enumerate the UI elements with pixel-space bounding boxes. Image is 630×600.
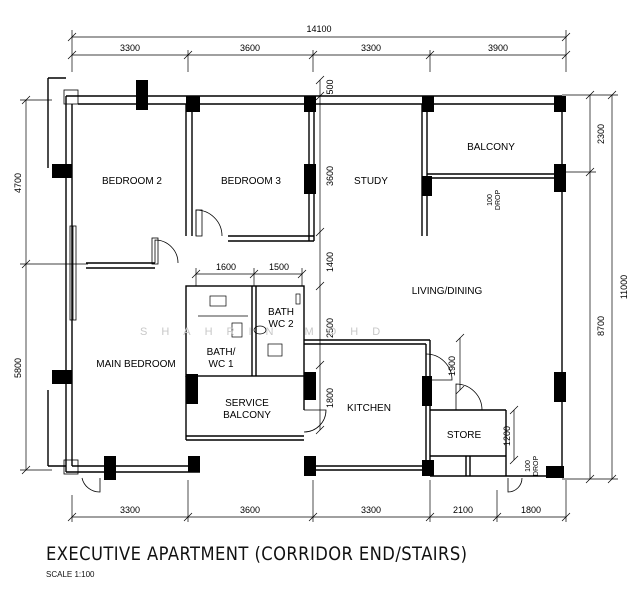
- left-dimensions: [20, 95, 88, 475]
- room-kitchen: KITCHEN: [347, 403, 391, 414]
- room-living-dining: LIVING/DINING: [412, 286, 483, 297]
- room-bath1-line2: WC 1: [209, 359, 234, 370]
- dim-right-outer: 11000: [619, 275, 629, 299]
- dim-top-1: 3300: [120, 43, 140, 53]
- interior-dimensions: [191, 75, 519, 465]
- dim-bath-width-1: 1600: [216, 262, 236, 272]
- bottom-dimensions: [67, 480, 571, 522]
- room-bedroom2: BEDROOM 2: [102, 176, 162, 187]
- plan-scale: SCALE 1:100: [46, 570, 95, 579]
- dim-top-4: 3900: [488, 43, 508, 53]
- dim-corridor: 1400: [325, 252, 335, 272]
- room-bath2-line2: WC 2: [269, 319, 294, 330]
- dim-store-height: 1200: [502, 426, 512, 446]
- room-study: STUDY: [354, 176, 388, 187]
- dim-bath-height: 2500: [325, 318, 335, 338]
- dim-bath-width-2: 1500: [269, 262, 289, 272]
- structural-columns: [52, 80, 566, 480]
- top-dimensions: [67, 30, 571, 72]
- room-service-line2: BALCONY: [223, 410, 271, 421]
- dim-kitchen-height: 1800: [325, 388, 335, 408]
- dim-right-top: 2300: [596, 124, 606, 144]
- drop-label-bottom: DROP: [533, 456, 540, 477]
- dim-top-2: 3600: [240, 43, 260, 53]
- right-dimensions: [562, 90, 618, 484]
- plan-title: EXECUTIVE APARTMENT (CORRIDOR END/STAIRS…: [46, 543, 468, 565]
- dim-study-height: 3600: [325, 166, 335, 186]
- dim-store-door: 1900: [447, 356, 457, 376]
- dim-left-2: 5800: [13, 358, 23, 378]
- room-bath1-line1: BATH/: [207, 347, 236, 358]
- room-bedroom3: BEDROOM 3: [221, 176, 281, 187]
- dim-top-3: 3300: [361, 43, 381, 53]
- room-balcony: BALCONY: [467, 142, 515, 153]
- dim-study-small: 500: [325, 79, 335, 94]
- dim-bottom-4: 2100: [453, 505, 473, 515]
- drop-label-top: DROP: [495, 190, 502, 211]
- dim-right-main: 8700: [596, 316, 606, 336]
- drop-value-top: 100: [487, 194, 494, 206]
- watermark: SHAHRIN MOHD: [140, 326, 394, 338]
- bath-fixtures: [198, 293, 301, 357]
- dim-bottom-1: 3300: [120, 505, 140, 515]
- room-service-line1: SERVICE: [225, 398, 269, 409]
- dim-left-1: 4700: [13, 173, 23, 193]
- windows: [63, 89, 79, 475]
- dim-bottom-5: 1800: [521, 505, 541, 515]
- dim-total-top: 14100: [306, 24, 331, 34]
- room-store: STORE: [447, 430, 482, 441]
- drop-value-bottom: 100: [525, 460, 532, 472]
- walls: [47, 77, 563, 477]
- dim-bottom-3: 3300: [361, 505, 381, 515]
- doors: [81, 209, 523, 493]
- room-main-bedroom: MAIN BEDROOM: [96, 359, 175, 370]
- dim-bottom-2: 3600: [240, 505, 260, 515]
- room-bath2-line1: BATH: [268, 307, 294, 318]
